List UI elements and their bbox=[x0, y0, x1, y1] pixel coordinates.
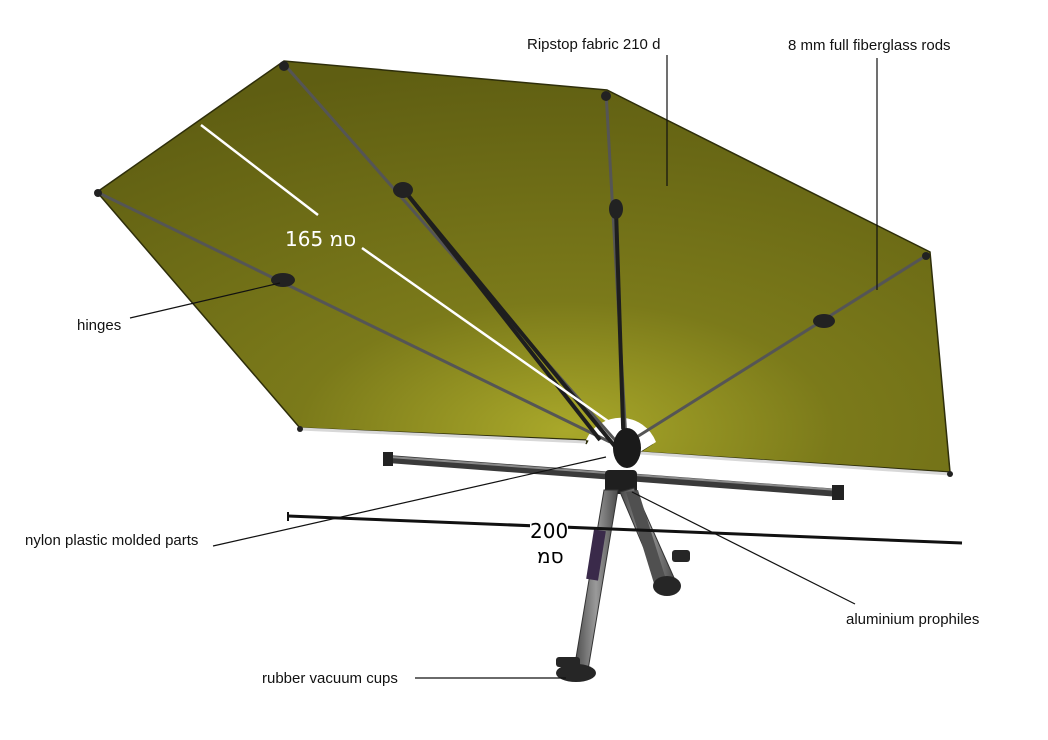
hinge-joint bbox=[609, 199, 623, 219]
rib-tip bbox=[94, 189, 102, 197]
tripod-legs bbox=[573, 487, 676, 671]
leader-nylon bbox=[212, 456, 607, 547]
label-hinges: hinges bbox=[77, 317, 122, 334]
rib-tip bbox=[601, 91, 611, 101]
struts bbox=[400, 186, 626, 457]
rib-tip bbox=[947, 471, 953, 477]
hub bbox=[613, 428, 641, 468]
callout-leaders bbox=[129, 55, 878, 679]
radius-dimension-line bbox=[200, 124, 633, 440]
rib-tip bbox=[297, 426, 303, 432]
label-rods: 8 mm full fiberglass rods bbox=[788, 37, 951, 54]
width-dimension-value: 200 bbox=[530, 519, 569, 543]
rib-1 bbox=[98, 191, 611, 444]
clamp bbox=[605, 470, 637, 494]
width-dimension-line bbox=[287, 514, 963, 545]
rib-tip bbox=[922, 252, 930, 260]
leader-hinges bbox=[129, 282, 281, 319]
hinge-joint bbox=[813, 314, 835, 328]
radius-dimension-label: 165 סמ bbox=[285, 227, 357, 251]
label-aluminium: aluminium prophiles bbox=[846, 611, 980, 628]
rib-4 bbox=[631, 253, 928, 442]
canopy-fabric bbox=[95, 60, 951, 473]
hinge-joint bbox=[271, 273, 295, 287]
edge-rod-right bbox=[639, 451, 951, 476]
label-cups: rubber vacuum cups bbox=[262, 670, 398, 687]
strut-3 bbox=[402, 188, 602, 442]
hinge-joints bbox=[94, 61, 953, 477]
edge-rod-left bbox=[299, 427, 587, 444]
strut-2 bbox=[614, 209, 626, 456]
width-dimension-unit: סמ bbox=[537, 544, 564, 568]
hinge-joint bbox=[393, 182, 413, 198]
rib-tip bbox=[279, 61, 289, 71]
label-fabric: Ripstop fabric 210 d bbox=[527, 36, 661, 53]
label-nylon: nylon plastic molded parts bbox=[25, 532, 199, 549]
leader-aluminium bbox=[631, 491, 856, 605]
